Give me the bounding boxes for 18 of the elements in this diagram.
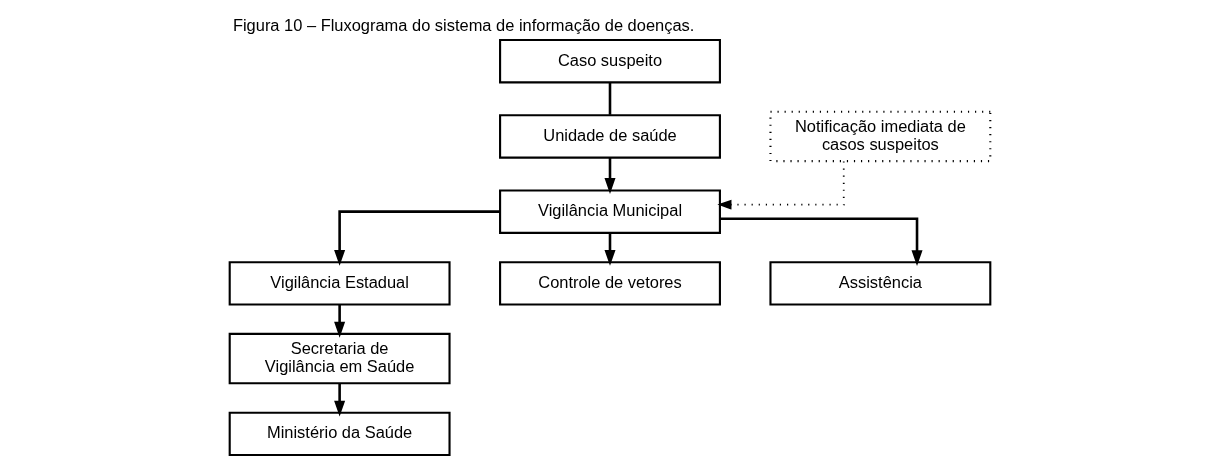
arrow <box>717 160 845 210</box>
node-box: Vigilância Estadual <box>228 261 451 306</box>
arrow <box>334 383 346 417</box>
node-box: Vigilância Municipal <box>499 189 721 234</box>
arrow <box>334 304 346 338</box>
diagram-title: Figura 10 – Fluxograma do sistema de informação de doenças. <box>232 15 695 34</box>
arrow <box>604 157 616 194</box>
node-box: Ministério da Saúde <box>228 411 451 457</box>
connector <box>608 82 612 115</box>
arrow <box>604 233 616 266</box>
node-box: Unidade de saúde <box>499 114 721 159</box>
node-box: Controle de vetores <box>499 261 721 306</box>
node-box: Assistência <box>769 261 992 306</box>
node-box: Secretaria de Vigilância em Saúde <box>228 332 451 385</box>
node-box: Caso suspeito <box>499 38 721 84</box>
arrow <box>719 217 923 267</box>
arrow <box>334 210 501 266</box>
node-box: Notificação imediata de casos suspeitos <box>769 110 992 163</box>
